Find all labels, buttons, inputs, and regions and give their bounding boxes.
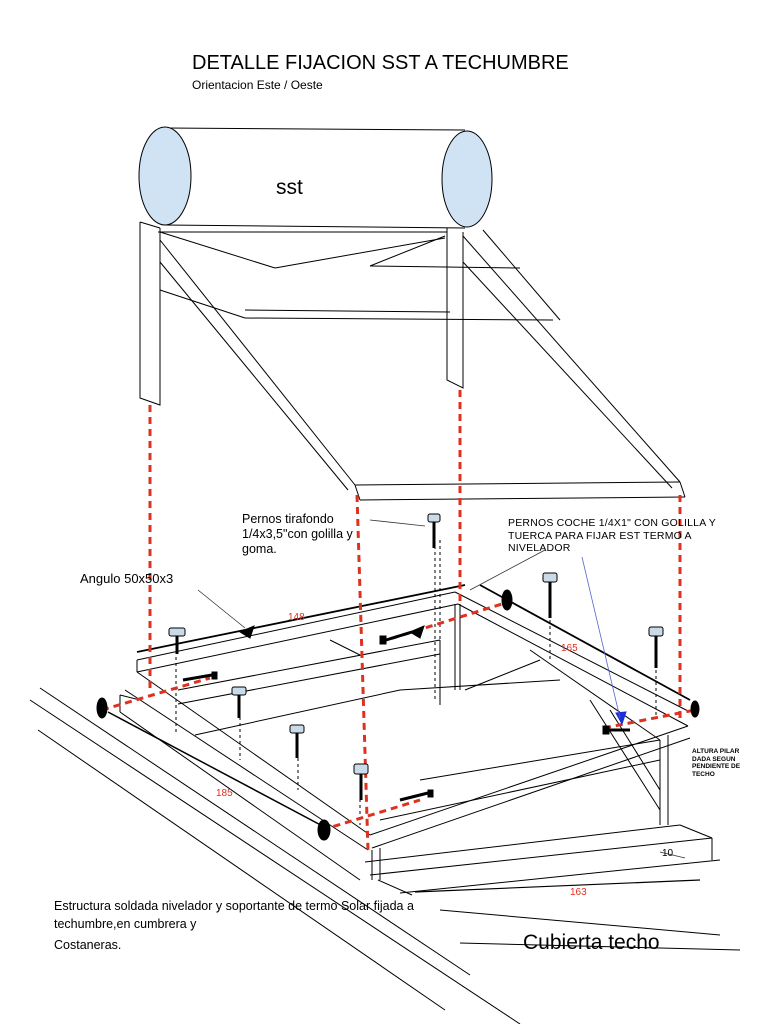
solar-tank: [138, 126, 493, 229]
bolt-head: [542, 572, 558, 618]
estructura-label: Estructura soldada nivelador y soportant…: [54, 899, 414, 931]
dimension-10: 10: [662, 848, 674, 859]
pernos-tirafondo-label: Pernos tirafondo 1/4x3,5"con golilla y g…: [242, 512, 353, 556]
tank-label: sst: [276, 176, 303, 199]
bolt-head: [168, 627, 186, 654]
tirafondo-bolts: [168, 513, 664, 800]
tank-cap-left: [138, 126, 192, 226]
diagram-title: DETALLE FIJACION SST A TECHUMBRE: [192, 52, 569, 74]
bolt-head: [427, 513, 441, 548]
roof-lines: [29, 687, 741, 1024]
bolt-head: [289, 724, 305, 758]
vertical-dotted-lines: [175, 540, 657, 825]
bolt-head: [648, 626, 664, 668]
cubierta-label: Cubierta techo: [523, 931, 660, 954]
dimension-148: 148: [288, 612, 305, 623]
tank-cap-right: [441, 130, 493, 228]
dimension-185: 185: [216, 788, 233, 799]
leader-lines: [197, 519, 686, 859]
altura-label: ALTURA PILAR DADA SEGUN PENDIENTE DE TEC…: [692, 748, 741, 778]
carriage-bolts: [96, 589, 700, 841]
dimension-163: 163: [570, 887, 587, 898]
angulo-label: Angulo 50x50x3: [80, 571, 174, 586]
bolt-head: [353, 763, 369, 800]
costaneras-label: Costaneras.: [54, 938, 122, 952]
dimension-165: 165: [561, 643, 578, 654]
diagram-subtitle: Orientacion Este / Oeste: [192, 78, 323, 92]
alignment-dashed-lines: [101, 390, 696, 851]
bolt-head: [231, 686, 247, 718]
tank-support-frame: [139, 221, 686, 501]
pernos-coche-label: PERNOS COCHE 1/4X1" CON GOLILLA Y TUERCA…: [508, 517, 716, 554]
